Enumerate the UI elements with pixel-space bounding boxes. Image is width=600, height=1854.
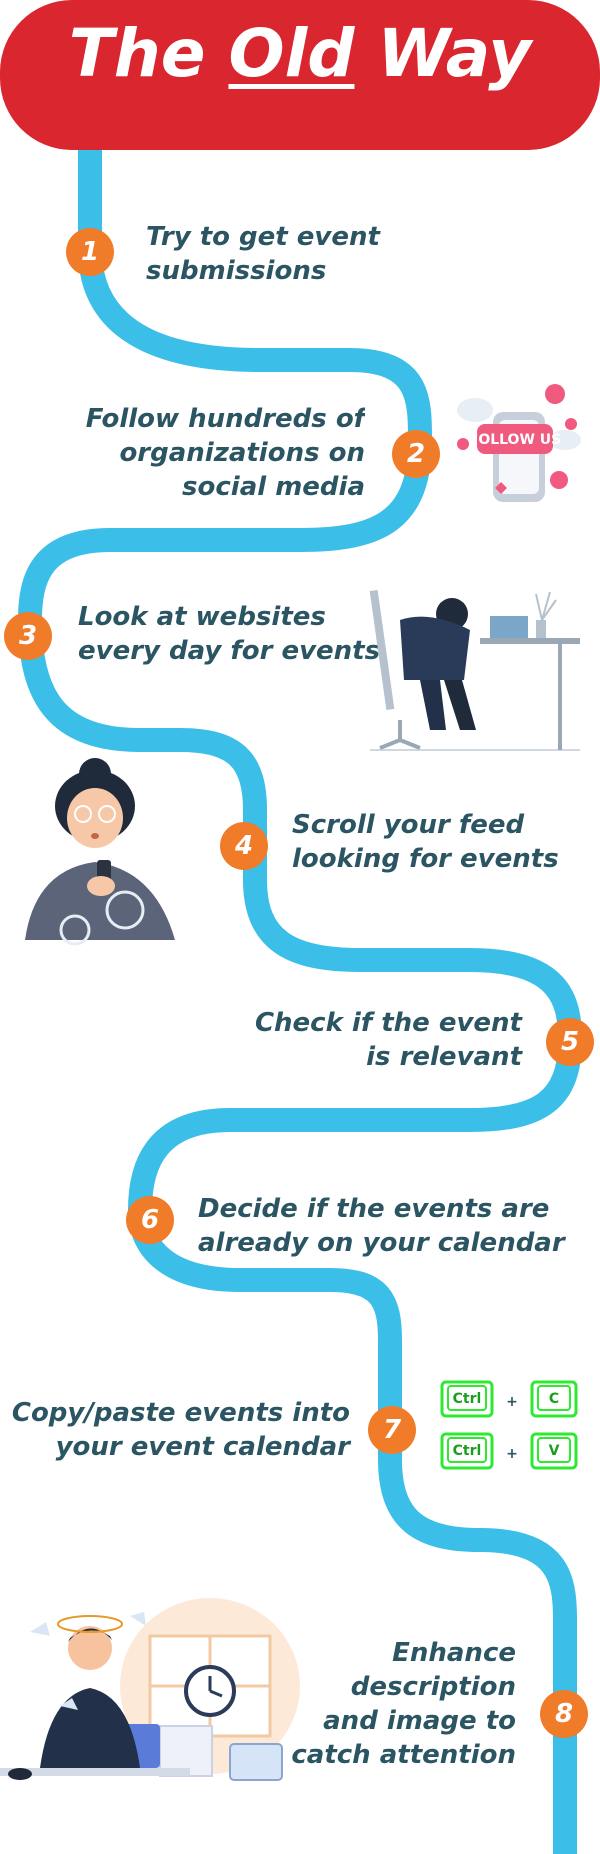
follow-us-label: FOLLOW US bbox=[469, 432, 561, 448]
title-word-the: The bbox=[68, 15, 206, 92]
plus-sign-1: + bbox=[506, 1394, 518, 1410]
step-6-badge: 6 bbox=[126, 1196, 174, 1244]
step-2-badge: 2 bbox=[392, 430, 440, 478]
step-1-badge: 1 bbox=[66, 228, 114, 276]
step-5-badge: 5 bbox=[546, 1018, 594, 1066]
step-4-text: Scroll your feed looking for events bbox=[292, 810, 559, 874]
step-4-badge: 4 bbox=[220, 822, 268, 870]
plus-sign-2: + bbox=[506, 1446, 518, 1462]
step-1-text: Try to get event submissions bbox=[146, 222, 380, 286]
header-banner bbox=[0, 0, 600, 150]
c-key-label: C bbox=[549, 1391, 559, 1407]
step-6-text: Decide if the events are already on your… bbox=[198, 1194, 565, 1258]
step-8-badge: 8 bbox=[540, 1690, 588, 1738]
keyboard-shortcut-icon: Ctrl + C Ctrl + V bbox=[440, 1380, 578, 1470]
ctrl-key-label-1: Ctrl bbox=[453, 1391, 482, 1407]
step-7-text: Copy/paste events into your event calend… bbox=[11, 1398, 350, 1462]
follow-us-phone-icon: FOLLOW US bbox=[457, 384, 581, 502]
person-scrolling-phone-icon bbox=[25, 758, 175, 946]
step-3-badge: 3 bbox=[4, 612, 52, 660]
step-3-text: Look at websites every day for events bbox=[78, 602, 381, 666]
step-5-text: Check if the event is relevant bbox=[254, 1008, 522, 1072]
step-2-text: Follow hundreds of organizations on soci… bbox=[85, 404, 365, 502]
page-title: The Old Way bbox=[0, 14, 600, 93]
title-word-way: Way bbox=[377, 15, 532, 92]
stressed-worker-with-clock-icon bbox=[0, 1598, 300, 1781]
title-word-old: Old bbox=[228, 15, 355, 92]
step-8-text: Enhance description and image to catch a… bbox=[291, 1638, 516, 1770]
tired-worker-at-desk-icon bbox=[369, 590, 580, 751]
v-key-label: V bbox=[549, 1443, 560, 1459]
ctrl-key-label-2: Ctrl bbox=[453, 1443, 482, 1459]
step-7-badge: 7 bbox=[368, 1406, 416, 1454]
